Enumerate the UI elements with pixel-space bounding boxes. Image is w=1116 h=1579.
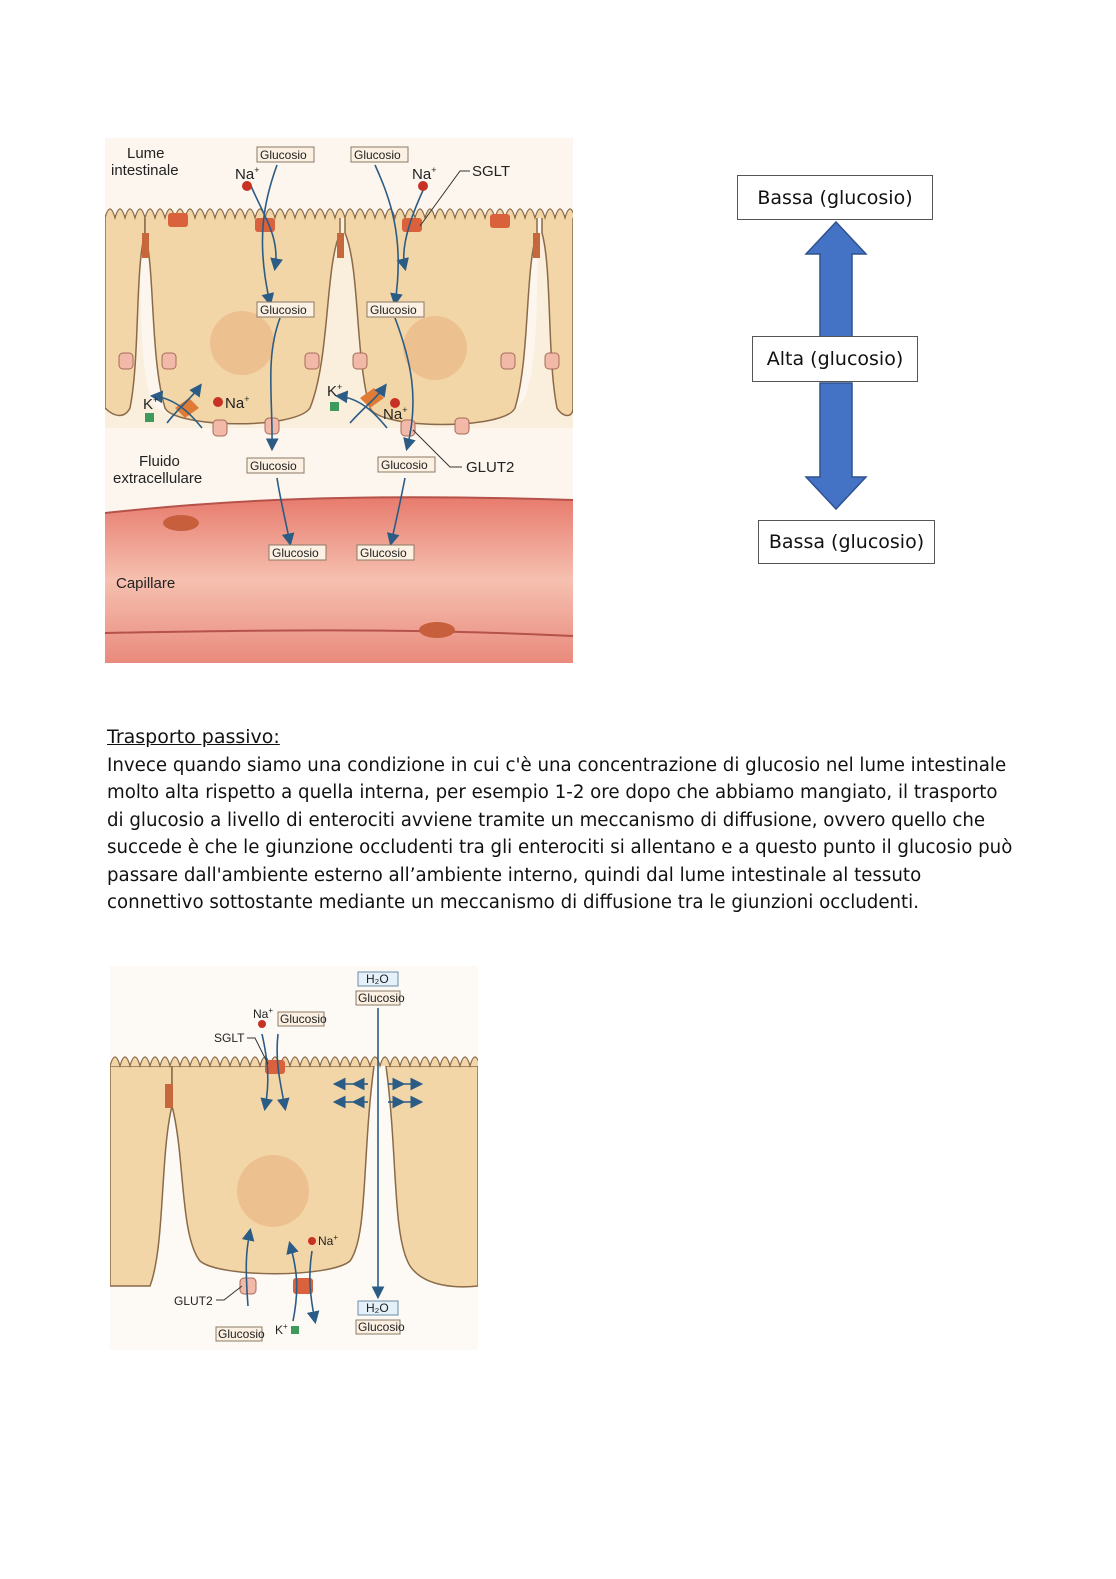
glucose-tag: Glucosio	[256, 146, 315, 163]
fluid-label-line1: Fluido	[139, 453, 180, 470]
glut2-label: GLUT2	[466, 459, 514, 476]
glucose-tag: Glucosio	[246, 457, 305, 474]
sodium-label-3: Na+	[225, 394, 249, 412]
svg-text:Glucosio: Glucosio	[358, 991, 405, 1005]
water-tag: H₂O	[357, 971, 399, 987]
sglt-label: SGLT	[214, 1031, 245, 1045]
concentration-gradient-arrows	[804, 220, 868, 511]
sglt-leader-line	[419, 170, 470, 227]
potassium-label: K+	[275, 1322, 288, 1337]
low-glucose-box-top: Bassa (glucosio)	[737, 175, 933, 220]
glucose-tag: Glucosio	[215, 1326, 265, 1342]
water-tag: H₂O	[357, 1300, 399, 1316]
enterocyte-cells	[105, 208, 573, 437]
sglt-transporters	[168, 213, 510, 232]
svg-text:Glucosio: Glucosio	[218, 1327, 265, 1341]
svg-text:Glucosio: Glucosio	[260, 148, 307, 162]
high-glucose-box: Alta (glucosio)	[752, 336, 918, 382]
glucose-tag: Glucosio	[256, 301, 315, 318]
potassium-label-2: K+	[327, 382, 342, 400]
svg-text:H₂O: H₂O	[366, 972, 389, 986]
svg-text:Glucosio: Glucosio	[358, 1320, 405, 1334]
sglt-label: SGLT	[472, 163, 510, 180]
svg-text:Glucosio: Glucosio	[360, 546, 407, 560]
glucose-flow-arrows	[149, 164, 426, 547]
sodium-label-1: Na+	[253, 1006, 273, 1021]
sglt-leader-line	[247, 1037, 269, 1065]
lumen-label-line1: Lume	[127, 145, 165, 162]
glucose-tag: Glucosio	[268, 544, 327, 561]
svg-text:Glucosio: Glucosio	[381, 458, 428, 472]
glucose-tag: Glucosio	[277, 1011, 327, 1027]
low-glucose-box-bottom: Bassa (glucosio)	[758, 520, 935, 564]
glut2-label: GLUT2	[174, 1294, 213, 1308]
sodium-label-2: Na+	[318, 1233, 338, 1248]
glucose-tag: Glucosio	[355, 990, 405, 1006]
lumen-label-line2: intestinale	[111, 162, 179, 179]
svg-text:Glucosio: Glucosio	[370, 303, 417, 317]
arrow-up-icon	[804, 220, 868, 339]
glucose-tag: Glucosio	[356, 544, 415, 561]
glut2-leader-line	[216, 1285, 243, 1301]
svg-text:H₂O: H₂O	[366, 1301, 389, 1315]
arrow-down-icon	[804, 382, 868, 511]
fluid-label-line2: extracellulare	[113, 470, 202, 487]
sodium-label-1: Na+	[235, 165, 259, 183]
glucose-tag: Glucosio	[350, 146, 409, 163]
glucose-tag: Glucosio	[377, 456, 436, 473]
sodium-label-2: Na+	[412, 165, 436, 183]
glucose-tag: Glucosio	[366, 301, 425, 318]
svg-text:Glucosio: Glucosio	[280, 1012, 327, 1026]
svg-text:Glucosio: Glucosio	[250, 459, 297, 473]
potassium-label-1: K+	[143, 395, 158, 413]
enterocyte-cells	[110, 1056, 478, 1295]
glut2-leader-line	[412, 429, 462, 468]
ion-markers	[258, 1020, 316, 1334]
ion-markers	[145, 181, 428, 422]
capillary-label: Capillare	[116, 575, 175, 592]
svg-text:Glucosio: Glucosio	[260, 303, 307, 317]
flow-arrows	[241, 1008, 424, 1325]
figure-glucose-transport-active: Lume intestinale Na+ Na+ Na+ Na+ K+ K+ S…	[105, 138, 573, 663]
body-paragraph: Invece quando siamo una condizione in cu…	[107, 755, 1013, 914]
section-heading: Trasporto passivo:	[107, 726, 280, 748]
capillary	[105, 496, 573, 663]
svg-text:Glucosio: Glucosio	[354, 148, 401, 162]
glucose-tag: Glucosio	[355, 1319, 405, 1335]
figure-glucose-transport-passive: Na+ Na+ K+ SGLT GLUT2 H₂O Glucosio Gluco…	[110, 966, 478, 1350]
sodium-label-4: Na+	[383, 405, 407, 423]
svg-text:Glucosio: Glucosio	[272, 546, 319, 560]
